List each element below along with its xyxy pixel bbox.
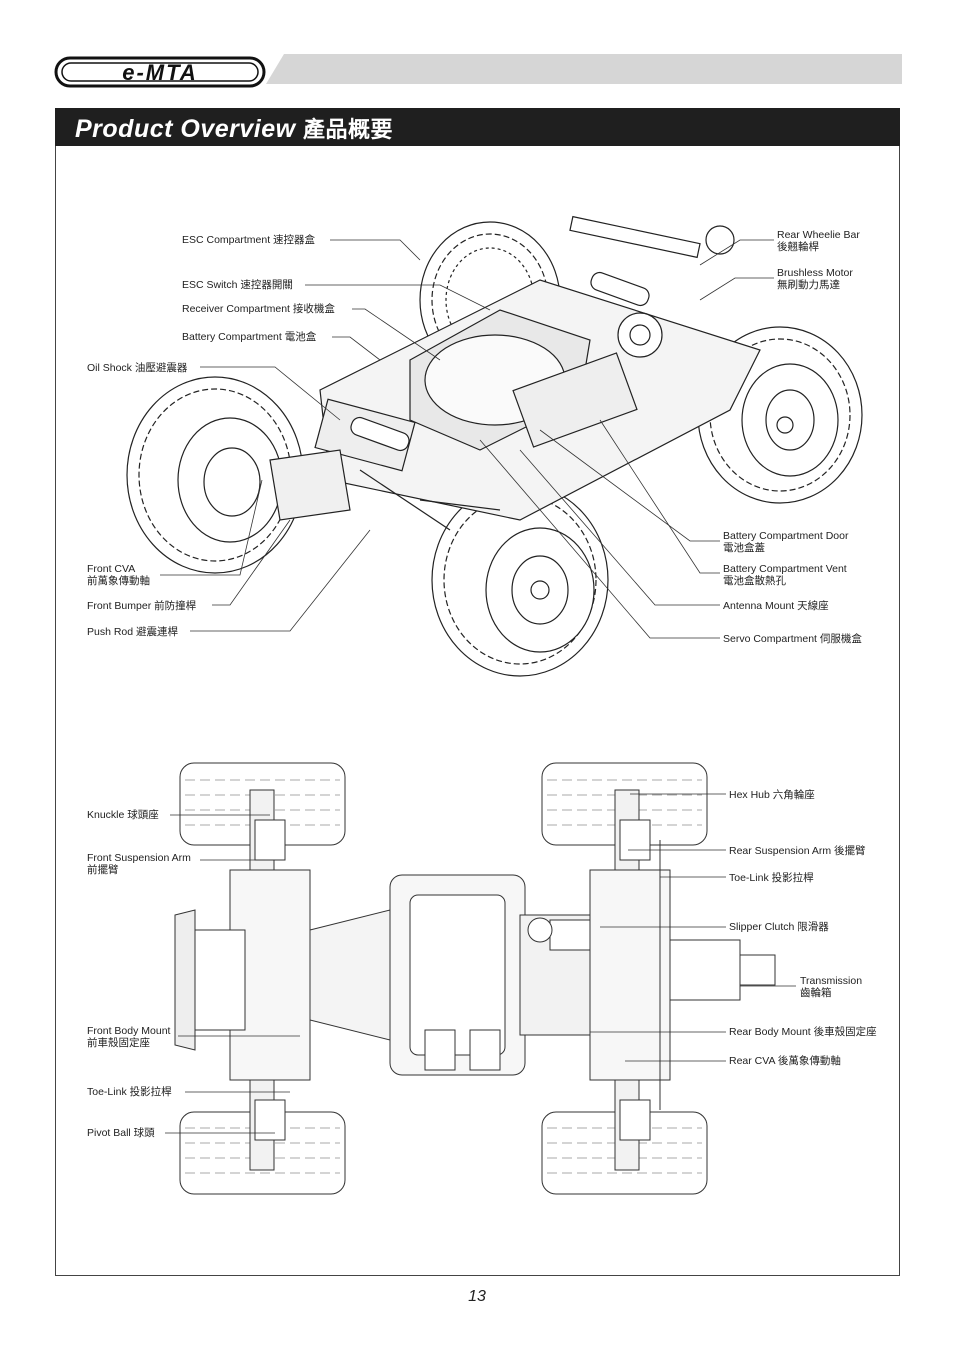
rear-suspension — [589, 789, 776, 1171]
label-rear-cva: Rear CVA 後萬象傳動軸 — [729, 1055, 841, 1067]
title-chinese: 產品概要 — [303, 117, 394, 142]
label-rear-body-mount: Rear Body Mount 後車殼固定座 — [729, 1026, 877, 1038]
page-number: 13 — [468, 1288, 486, 1305]
label-front-cva: Front CVA 前萬象傳動軸 — [87, 563, 150, 587]
label-brushless-motor: Brushless Motor 無刷動力馬達 — [777, 267, 853, 291]
label-front-body-mount: Front Body Mount 前車殼固定座 — [87, 1025, 171, 1049]
label-transmission: Transmission 齒輪箱 — [800, 975, 863, 999]
brand-logo: e-MTA — [54, 56, 266, 88]
truck-topdown-diagram — [174, 762, 776, 1195]
label-toe-link-right: Toe-Link 投影拉桿 — [729, 872, 814, 884]
front-suspension — [174, 789, 311, 1171]
label-esc-compartment: ESC Compartment 速控器盒 — [182, 234, 316, 246]
label-battery-compartment: Battery Compartment 電池盒 — [182, 331, 317, 343]
label-front-suspension-arm: Front Suspension Arm 前擺臂 — [87, 852, 191, 876]
label-pivot-ball: Pivot Ball 球頭 — [87, 1127, 155, 1139]
page-title: Product Overview 產品概要 — [75, 112, 393, 144]
title-bar: Product Overview 產品概要 — [55, 108, 900, 146]
label-battery-compartment-door: Battery Compartment Door 電池盒蓋 — [723, 530, 849, 554]
label-rear-suspension-arm: Rear Suspension Arm 後擺臂 — [729, 845, 866, 857]
center-chassis — [309, 874, 606, 1076]
label-rear-wheelie-bar: Rear Wheelie Bar 後翹輪桿 — [777, 229, 860, 253]
svg-text:e-MTA: e-MTA — [122, 60, 198, 85]
label-slipper-clutch: Slipper Clutch 限滑器 — [729, 921, 829, 933]
header-bar — [266, 54, 902, 84]
title-english: Product Overview — [75, 115, 296, 143]
label-servo-compartment: Servo Compartment 伺服機盒 — [723, 633, 862, 645]
label-esc-switch: ESC Switch 速控器開關 — [182, 279, 293, 291]
label-front-bumper: Front Bumper 前防撞桿 — [87, 600, 197, 612]
label-antenna-mount: Antenna Mount 天線座 — [723, 600, 829, 612]
label-hex-hub: Hex Hub 六角輪座 — [729, 789, 815, 801]
label-push-rod: Push Rod 避震連桿 — [87, 626, 179, 638]
label-battery-compartment-vent: Battery Compartment Vent 電池盒散熱孔 — [723, 563, 847, 587]
tire-rear-right — [697, 326, 863, 504]
label-knuckle: Knuckle 球頭座 — [87, 809, 159, 821]
label-receiver-compartment: Receiver Compartment 接收機盒 — [182, 303, 335, 315]
label-oil-shock: Oil Shock 油壓避震器 — [87, 362, 188, 374]
label-toe-link-left: Toe-Link 投影拉桿 — [87, 1086, 172, 1098]
